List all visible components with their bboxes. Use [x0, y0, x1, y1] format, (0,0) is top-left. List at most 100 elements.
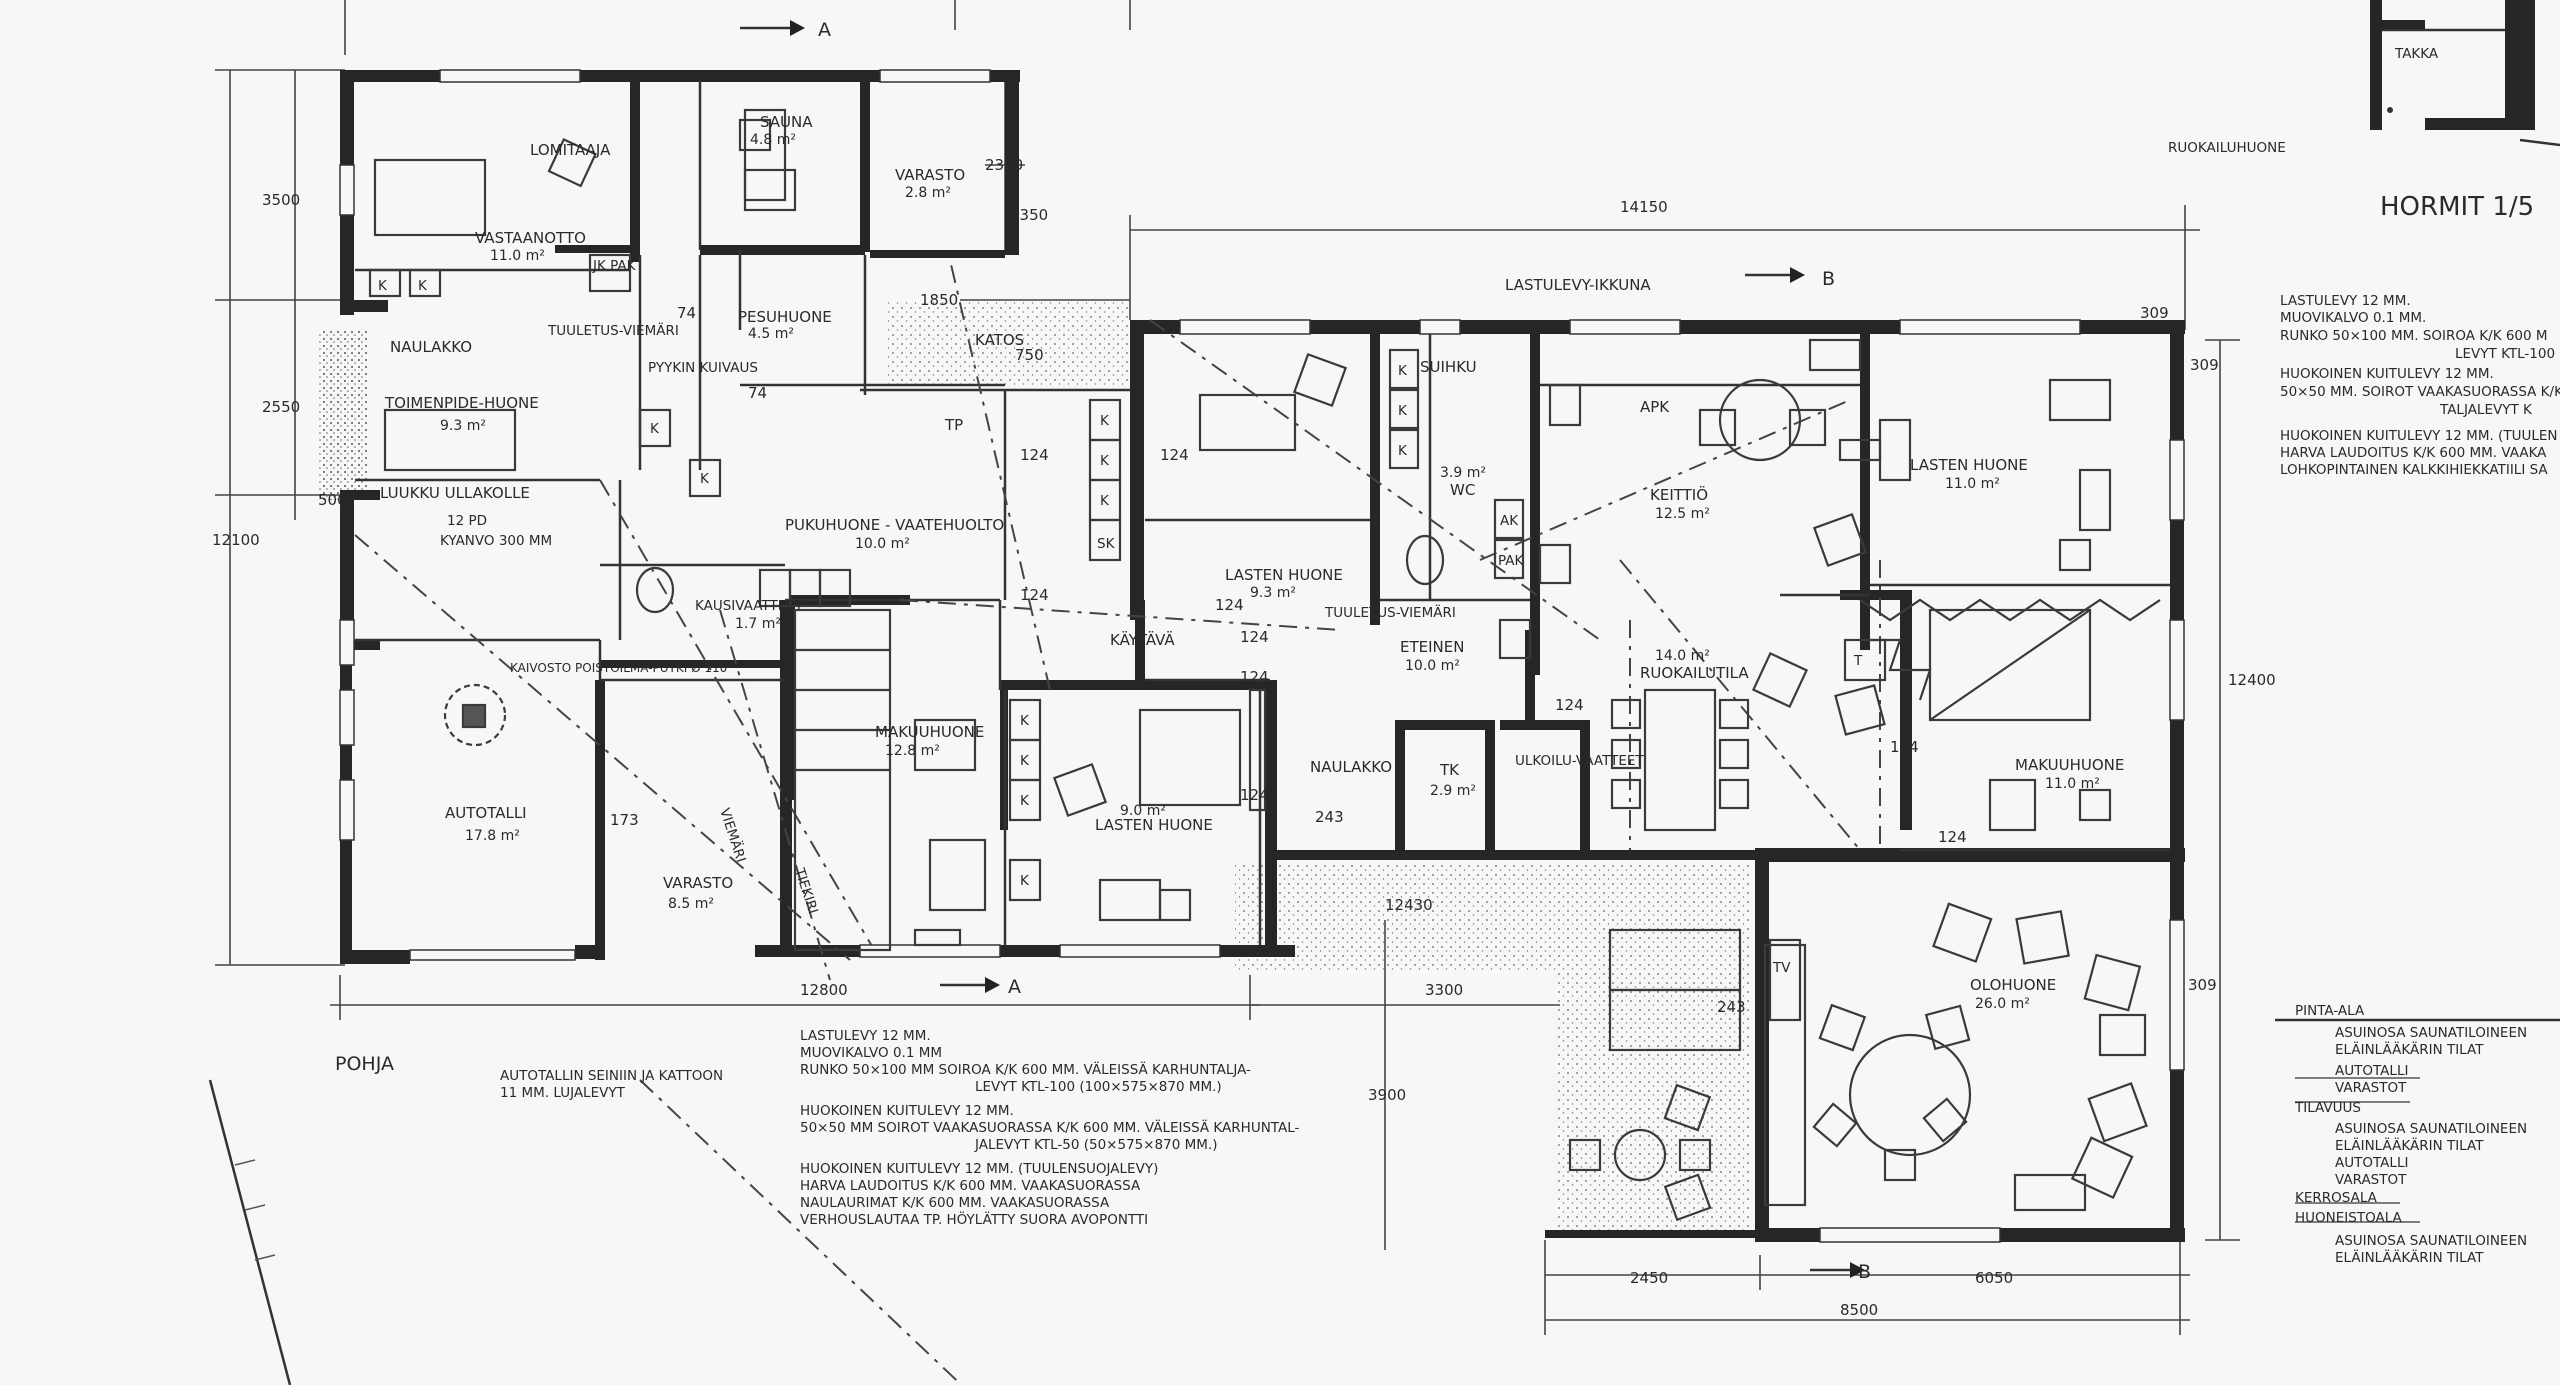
section-a-bottom: A [1008, 976, 1021, 998]
drawing-label: ELÄINLÄÄKÄRIN TILAT [2335, 1248, 2484, 1266]
drawing-label: 1850 [920, 291, 958, 309]
label-naulakko-left: NAULAKKO [390, 338, 472, 356]
drawing-label: K [1398, 443, 1408, 459]
drawing-label: 124 [1160, 446, 1189, 464]
label-makuuhuone-right: MAKUUHUONE [2015, 756, 2124, 774]
title-hormit: HORMIT 1/5 [2380, 192, 2534, 222]
drawing-label: 12800 [800, 981, 848, 999]
drawing-label: NAULAURIMAT K/K 600 MM. VAAKASUORASSA [800, 1195, 1110, 1211]
drawing-label: ASUINOSA SAUNATILOINEEN [2335, 1025, 2527, 1041]
drawing-label: 3900 [1368, 1086, 1406, 1104]
label-pyykinkuivaus: PYYKIN KUIVAUS [648, 360, 758, 376]
drawing-label: LOHKOPINTAINEN KALKKIHIEKKATIILI SA [2280, 462, 2548, 478]
label-tp: TP [944, 416, 963, 434]
drawing-label: K [1100, 453, 1110, 469]
drawing-label: LEVYT KTL-100 [2455, 346, 2555, 362]
label-makuuhuone-right-area: 11.0 m² [2045, 776, 2100, 792]
drawing-label: VARASTOT [2335, 1080, 2407, 1096]
wardrobes [368, 253, 1887, 902]
drawing-label: 8500 [1840, 1301, 1878, 1319]
label-eteinen-area: 10.0 m² [1405, 658, 1460, 674]
drawing-label: 6050 [1975, 1269, 2013, 1287]
label-makuuhuone-mid-area: 12.8 m² [885, 743, 940, 759]
label-eteinen: ETEINEN [1400, 638, 1464, 656]
drawing-label: VERHOUSLAUTAA TP. HÖYLÄTTY SUORA AVOPONT… [800, 1210, 1148, 1228]
drawing-label: 2550 [262, 398, 300, 416]
label-olohuone: OLOHUONE [1970, 976, 2056, 994]
label-toimenpidehuone: TOIMENPIDE-HUONE [384, 394, 539, 412]
drawing-label: 50×50 MM. SOIROT VAAKASUORASSA K/K [2280, 384, 2560, 400]
drawing-label: K [1398, 403, 1408, 419]
areas-table: PINTA-ALA ASUINOSA SAUNATILOINEEN ELÄINL… [2294, 1003, 2527, 1266]
drawing-label: K [418, 278, 428, 294]
label-varasto-bottom: VARASTO [663, 874, 733, 892]
drawing-label: 3500 [262, 191, 300, 209]
wardrobe-symbols: K K K SK K K K AK PAK K K K K K K K K T [378, 278, 1863, 889]
label-keittio-area: 12.5 m² [1655, 506, 1710, 522]
walls [340, 70, 2185, 1242]
drawing-label: LASTULEVY 12 MM. [800, 1028, 931, 1044]
label-lastenhuone-bottom-area: 9.0 m² [1120, 803, 1166, 819]
drawing-label: 2450 [1630, 1269, 1668, 1287]
label-kaytava: KÄYTÄVÄ [1110, 630, 1175, 649]
drawing-label: K [1020, 793, 1030, 809]
label-pukuhuone-area: 10.0 m² [855, 536, 910, 552]
drawing-label: SK [1097, 536, 1116, 552]
drawing-label: 124 [1555, 696, 1584, 714]
drawing-label: MUOVIKALVO 0.1 MM [800, 1045, 942, 1061]
label-toimenpidehuone-area: 9.3 m² [440, 418, 486, 434]
drawing-label: 12400 [2228, 671, 2276, 689]
drawing-label: 124 [1240, 786, 1269, 804]
title-takka: TAKKA [2394, 46, 2439, 62]
drawing-label: 124 [1020, 446, 1049, 464]
label-wc-area: 3.9 m² [1440, 465, 1486, 481]
label-luukku: LUUKKU ULLAKOLLE [380, 484, 530, 502]
drawing-label: HUOKOINEN KUITULEVY 12 MM. (TUULEN [2280, 428, 2557, 444]
drawing-label: TILAVUUS [2294, 1100, 2361, 1116]
label-naulakko-mid: NAULAKKO [1310, 758, 1392, 776]
label-varasto-top: VARASTO [895, 166, 965, 184]
label-vastaanotto: VASTAANOTTO [475, 229, 586, 247]
drawing-label: K [650, 421, 660, 437]
room-labels: LOMITAAJA SAUNA 4.8 m² VARASTO 2.8 m² VA… [380, 113, 2124, 1012]
section-markers [740, 20, 1865, 1278]
label-makuuhuone-mid: MAKUUHUONE [875, 723, 984, 741]
drawing-label: 309 [2190, 356, 2219, 374]
drawing-label: 124 [1020, 586, 1049, 604]
drawing-label: RUNKO 50×100 MM. SOIROA K/K 600 M [2280, 328, 2548, 344]
label-wc: WC [1450, 481, 1475, 499]
drawing-label: AUTOTALLI [2335, 1063, 2408, 1079]
drawing-titles: POHJA HORMIT 1/5 TAKKA RUOKAILUHUONE [335, 46, 2534, 1075]
label-kyanvo: KYANVO 300 MM [440, 533, 552, 549]
drawing-label: 124 [1215, 596, 1244, 614]
drawing-label: K [1020, 713, 1030, 729]
drawing-label: LASTULEVY 12 MM. [2280, 293, 2411, 309]
windows [339, 69, 2185, 1243]
drawing-label: LEVYT KTL-100 (100×575×870 MM.) [975, 1079, 1222, 1095]
title-ruokailuhuone: RUOKAILUHUONE [2168, 140, 2286, 156]
drawing-label: MUOVIKALVO 0.1 MM. [2280, 310, 2426, 326]
label-vastaanotto-area: 11.0 m² [490, 248, 545, 264]
drawing-label: PAK [1498, 553, 1525, 569]
label-varasto-top-area: 2.8 m² [905, 185, 951, 201]
hormit-detail [2370, 0, 2560, 147]
label-tk-area: 2.9 m² [1430, 783, 1476, 799]
drawing-label: 50×50 MM SOIROT VAAKASUORASSA K/K 600 MM… [800, 1118, 1300, 1136]
label-kausivaatteet: KAUSIVAATTEET [695, 598, 804, 614]
drawing-label: K [1100, 413, 1110, 429]
drawing-label: AK [1500, 513, 1519, 529]
drawing-label: 173 [610, 811, 639, 829]
label-lomitaaja: LOMITAAJA [530, 141, 611, 159]
drawing-label: 309 [2140, 304, 2169, 322]
drawing-label: HARVA LAUDOITUS K/K 600 MM. VAAKA [2280, 445, 2547, 461]
section-b-top: B [1822, 268, 1835, 290]
drawing-label: K [1020, 753, 1030, 769]
label-kausivaatteet-area: 1.7 m² [735, 616, 781, 632]
drawing-label: 124 [1240, 668, 1269, 686]
drawing-label: 3300 [1425, 981, 1463, 999]
drawing-label: 243 [1717, 998, 1746, 1016]
label-lastenhuone-right: LASTEN HUONE [1910, 456, 2028, 474]
title-pohja: POHJA [335, 1053, 394, 1075]
center-lines [354, 259, 1881, 1385]
